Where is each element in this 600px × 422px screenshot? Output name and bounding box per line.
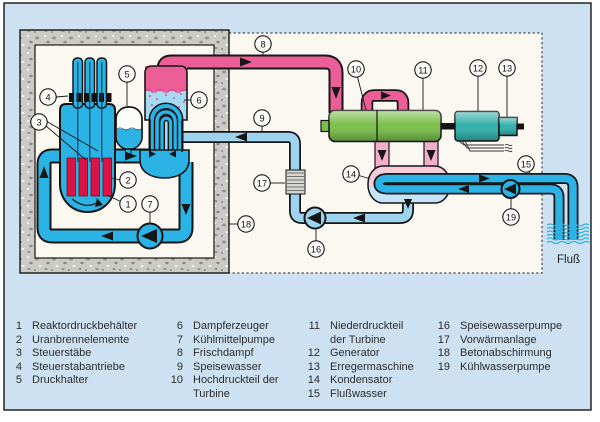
pump-rotor-icon xyxy=(504,183,516,195)
svg-text:9: 9 xyxy=(259,113,264,123)
shaft xyxy=(441,123,455,130)
control-rods xyxy=(77,62,103,162)
river-label: Fluß xyxy=(557,254,580,266)
turbine-set xyxy=(320,109,524,153)
callout-5: 5 xyxy=(118,65,136,106)
water-box xyxy=(139,149,190,179)
svg-text:19: 19 xyxy=(506,212,516,222)
callout-14: 14 xyxy=(342,165,370,183)
callout-17: 17 xyxy=(253,174,285,192)
callout-15: 15 xyxy=(517,155,535,176)
callout-11: 11 xyxy=(414,61,432,110)
svg-text:4: 4 xyxy=(45,92,50,102)
callout-9: 9 xyxy=(253,109,271,132)
hall-dashed-border xyxy=(229,32,543,274)
svg-text:11: 11 xyxy=(418,65,428,75)
coolant-pump xyxy=(136,222,164,250)
svg-text:13: 13 xyxy=(502,63,512,73)
flow-arrows xyxy=(39,57,490,241)
callout-19: 19 xyxy=(502,198,520,226)
steam-generator xyxy=(139,65,190,179)
pressurizer xyxy=(115,106,143,150)
sg-shell-outline xyxy=(144,65,188,152)
feedwater-pump xyxy=(303,206,327,230)
svg-text:15: 15 xyxy=(521,159,531,169)
svg-text:3: 3 xyxy=(36,117,41,127)
generator-leads xyxy=(458,140,513,153)
preheater xyxy=(285,169,306,195)
reactor-pressure-vessel xyxy=(59,57,116,214)
callout-16: 16 xyxy=(307,229,325,258)
callouts: 1 2 3 4 5 6 7 8 9 10 11 12 13 14 15 16 1… xyxy=(30,35,535,258)
svg-text:17: 17 xyxy=(257,178,267,188)
callout-2: 2 xyxy=(111,171,137,189)
pump-rotor-icon xyxy=(307,211,321,225)
callout-8: 8 xyxy=(254,35,272,56)
svg-text:10: 10 xyxy=(351,64,361,74)
cooling-water-loop xyxy=(373,173,579,240)
svg-text:8: 8 xyxy=(260,39,265,49)
control-rod-drives xyxy=(69,57,112,109)
svg-text:14: 14 xyxy=(346,169,356,179)
svg-text:16: 16 xyxy=(311,244,321,254)
fuel-elements xyxy=(66,157,112,197)
steam-water-boundary xyxy=(144,89,188,93)
callout-18: 18 xyxy=(229,215,255,233)
svg-text:1: 1 xyxy=(125,199,130,209)
feedwater-pipe xyxy=(178,131,414,224)
pump-rotor-icon xyxy=(141,229,157,243)
callout-12: 12 xyxy=(469,59,487,111)
svg-text:12: 12 xyxy=(473,63,483,73)
exciter-shaft-stub xyxy=(517,123,524,130)
svg-text:7: 7 xyxy=(147,199,152,209)
svg-text:2: 2 xyxy=(125,175,130,185)
callout-4: 4 xyxy=(39,88,69,106)
u-tubes xyxy=(148,102,184,153)
svg-text:18: 18 xyxy=(241,219,251,229)
callout-13: 13 xyxy=(498,59,516,117)
callout-3: 3 xyxy=(30,113,99,161)
callout-1: 1 xyxy=(106,194,137,213)
callout-6: 6 xyxy=(184,91,208,109)
callout-10: 10 xyxy=(347,60,367,111)
svg-text:6: 6 xyxy=(196,95,201,105)
river xyxy=(546,223,590,245)
svg-text:5: 5 xyxy=(124,69,129,79)
callout-7: 7 xyxy=(141,195,159,223)
